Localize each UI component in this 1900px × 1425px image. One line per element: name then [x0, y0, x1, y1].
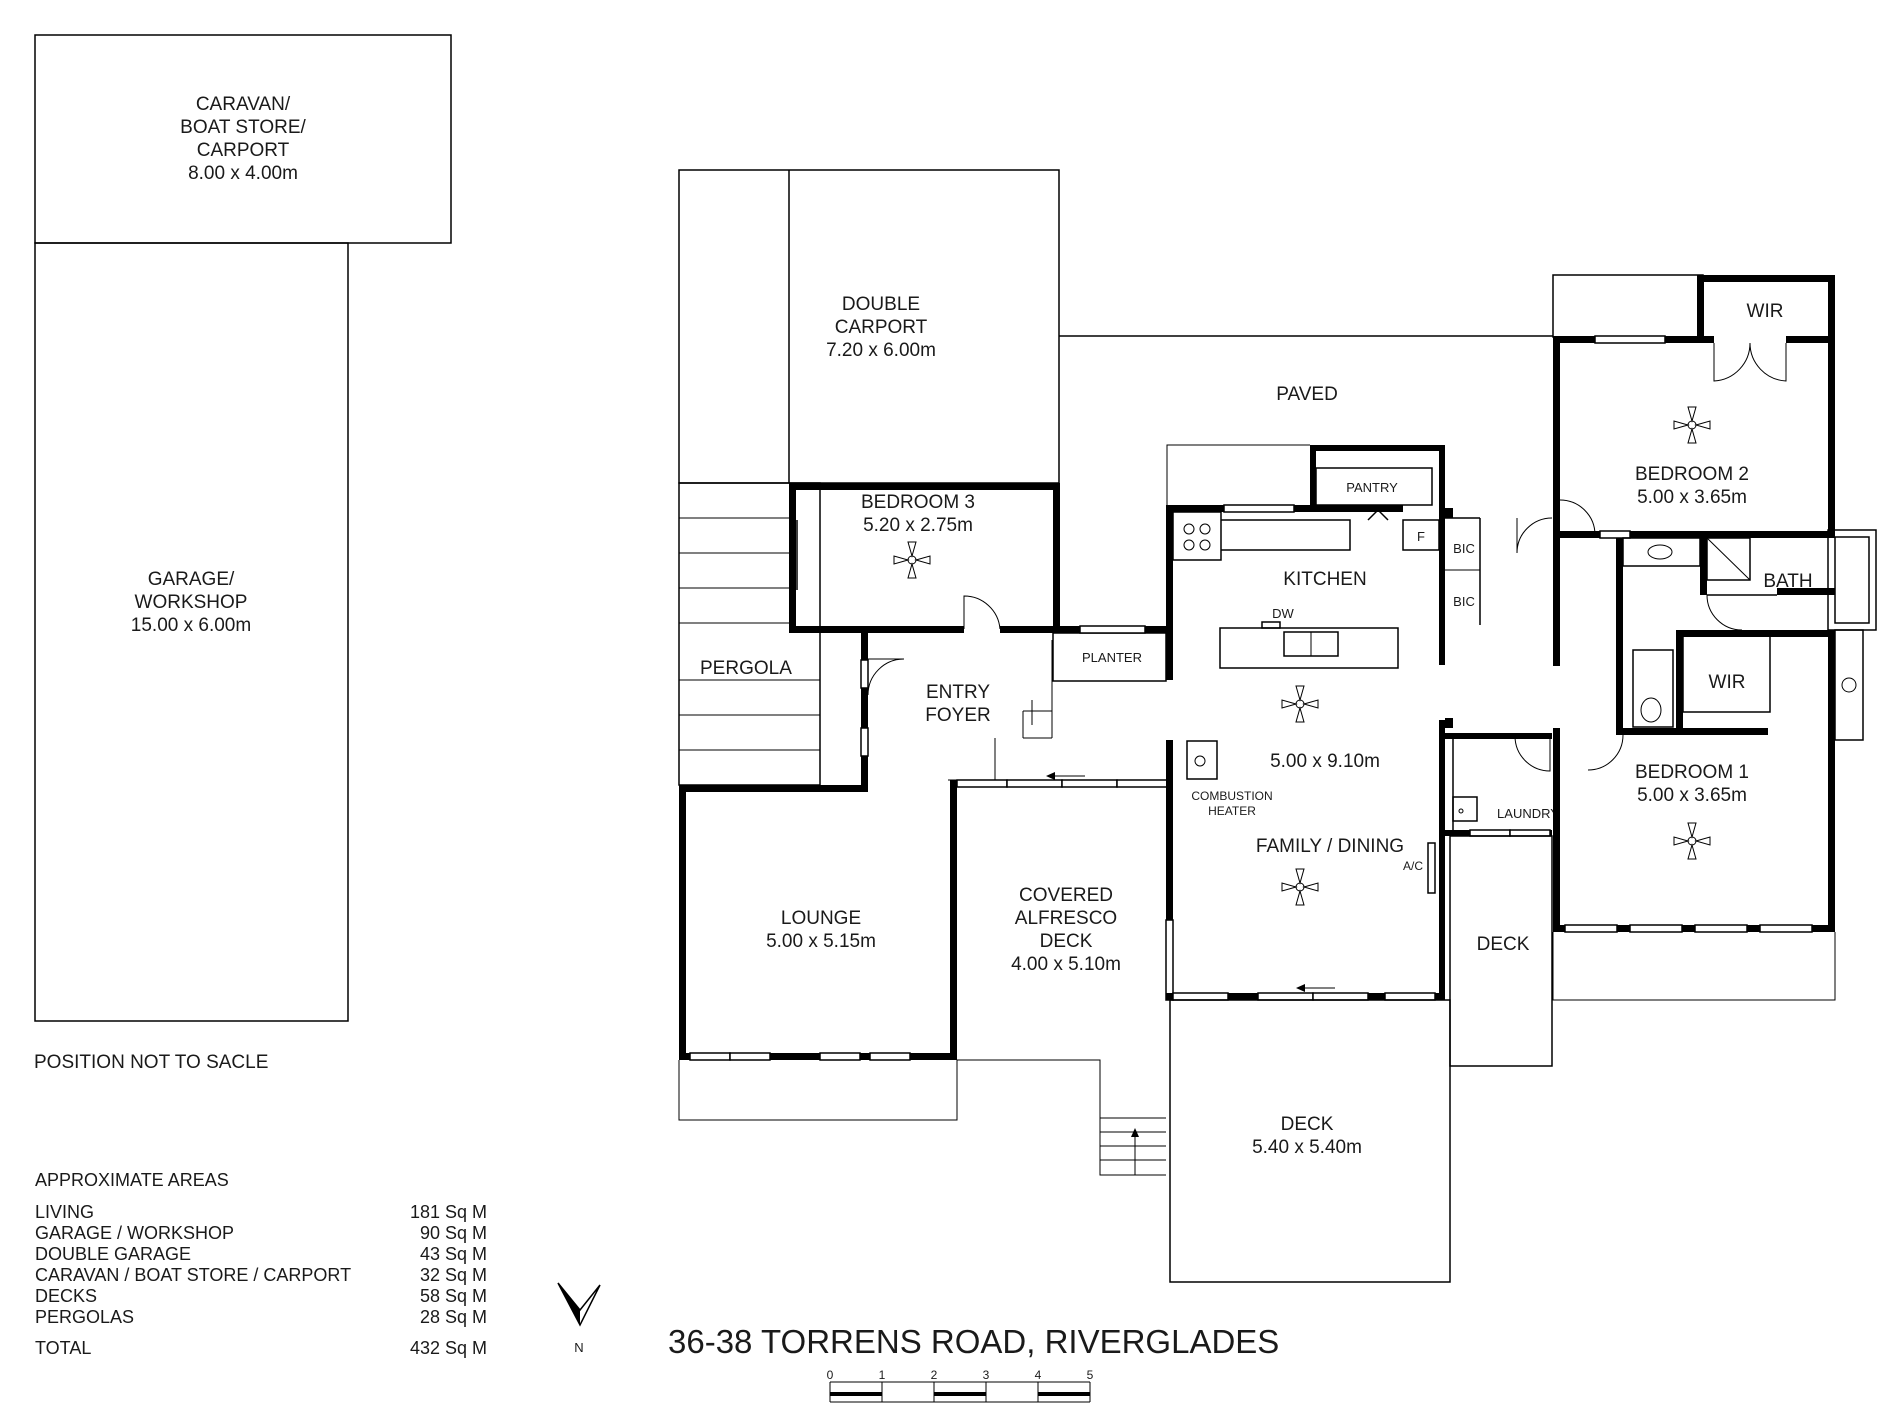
deck-small: DECK: [1449, 835, 1553, 1067]
svg-text:8.00 x 4.00m: 8.00 x 4.00m: [188, 163, 298, 184]
svg-text:BEDROOM 2: BEDROOM 2: [1635, 464, 1749, 485]
svg-text:WIR: WIR: [1747, 301, 1784, 322]
svg-text:CARAVAN/: CARAVAN/: [196, 94, 291, 115]
svg-text:CARPORT: CARPORT: [835, 317, 928, 338]
lounge: LOUNGE 5.00 x 5.15m: [678, 780, 958, 1121]
svg-text:BIC: BIC: [1453, 541, 1475, 556]
planter: PLANTER: [1052, 625, 1167, 682]
svg-text:CARAVAN / BOAT STORE / CARPORT: CARAVAN / BOAT STORE / CARPORT: [35, 1265, 351, 1285]
svg-text:F: F: [1417, 529, 1425, 544]
deck-main: DECK 5.40 x 5.40m: [1169, 999, 1451, 1283]
svg-text:4: 4: [1035, 1368, 1042, 1382]
svg-text:HEATER: HEATER: [1208, 804, 1256, 818]
svg-text:3: 3: [983, 1368, 990, 1382]
svg-text:BOAT STORE/: BOAT STORE/: [180, 117, 306, 138]
svg-text:A/C: A/C: [1403, 859, 1423, 873]
svg-text:LAUNDRY: LAUNDRY: [1497, 806, 1559, 821]
svg-text:PERGOLA: PERGOLA: [700, 658, 792, 679]
svg-text:DOUBLE: DOUBLE: [842, 294, 920, 315]
bic-laundry: BIC BIC LAUNDRY: [1445, 508, 1559, 837]
svg-text:15.00 x 6.00m: 15.00 x 6.00m: [131, 615, 251, 636]
svg-text:DECK: DECK: [1040, 931, 1093, 952]
svg-text:LOUNGE: LOUNGE: [781, 908, 861, 929]
svg-text:WORKSHOP: WORKSHOP: [135, 592, 248, 613]
svg-text:N: N: [574, 1340, 583, 1355]
svg-text:181 Sq M: 181 Sq M: [410, 1202, 487, 1222]
svg-text:COVERED: COVERED: [1019, 885, 1113, 906]
svg-text:PANTRY: PANTRY: [1346, 480, 1398, 495]
svg-text:TOTAL: TOTAL: [35, 1338, 91, 1358]
svg-text:43 Sq M: 43 Sq M: [420, 1244, 487, 1264]
svg-text:DECKS: DECKS: [35, 1286, 97, 1306]
svg-text:APPROXIMATE AREAS: APPROXIMATE AREAS: [35, 1170, 229, 1190]
svg-text:FOYER: FOYER: [925, 705, 990, 726]
svg-text:32 Sq M: 32 Sq M: [420, 1265, 487, 1285]
svg-text:BIC: BIC: [1453, 594, 1475, 609]
svg-text:5: 5: [1087, 1368, 1094, 1382]
svg-text:5.40 x 5.40m: 5.40 x 5.40m: [1252, 1137, 1362, 1158]
garage-workshop: GARAGE/ WORKSHOP 15.00 x 6.00m: [34, 242, 349, 1022]
svg-text:5.00 x 3.65m: 5.00 x 3.65m: [1637, 785, 1747, 806]
svg-text:PLANTER: PLANTER: [1082, 650, 1142, 665]
svg-text:GARAGE/: GARAGE/: [148, 569, 235, 590]
bedroom-2: WIR BEDROOM 2 5.00 x 3.65m: [1552, 274, 1835, 666]
entry-foyer: ENTRY FOYER: [860, 626, 1053, 786]
bedroom-1: WIR BEDROOM 1 5.00 x 3.65m: [1552, 629, 1864, 1001]
svg-text:ENTRY: ENTRY: [926, 682, 990, 703]
svg-text:GARAGE / WORKSHOP: GARAGE / WORKSHOP: [35, 1223, 234, 1243]
svg-text:5.20 x 2.75m: 5.20 x 2.75m: [863, 515, 973, 536]
svg-text:432 Sq M: 432 Sq M: [410, 1338, 487, 1358]
svg-text:ALFRESCO: ALFRESCO: [1015, 908, 1117, 929]
svg-text:4.00 x 5.10m: 4.00 x 5.10m: [1011, 954, 1121, 975]
bath: BATH: [1616, 529, 1877, 638]
scale-bar: 0 1 2 3 4 5: [827, 1368, 1094, 1403]
svg-text:7.20 x 6.00m: 7.20 x 6.00m: [826, 340, 936, 361]
svg-text:BEDROOM 1: BEDROOM 1: [1635, 762, 1749, 783]
svg-text:FAMILY / DINING: FAMILY / DINING: [1256, 836, 1404, 857]
paved-label: PAVED: [1276, 384, 1338, 405]
svg-text:KITCHEN: KITCHEN: [1283, 569, 1366, 590]
svg-text:1: 1: [879, 1368, 886, 1382]
svg-text:BATH: BATH: [1763, 571, 1812, 592]
position-note: POSITION NOT TO SACLE: [34, 1052, 268, 1073]
svg-text:DW: DW: [1272, 606, 1294, 621]
caravan-store: CARAVAN/ BOAT STORE/ CARPORT 8.00 x 4.00…: [34, 34, 452, 244]
svg-text:DOUBLE GARAGE: DOUBLE GARAGE: [35, 1244, 191, 1264]
svg-text:2: 2: [931, 1368, 938, 1382]
covered-alfresco-deck: COVERED ALFRESCO DECK 4.00 x 5.10m: [956, 772, 1168, 1176]
svg-text:BEDROOM 3: BEDROOM 3: [861, 492, 975, 513]
svg-text:CARPORT: CARPORT: [197, 140, 290, 161]
svg-text:5.00 x 3.65m: 5.00 x 3.65m: [1637, 487, 1747, 508]
svg-text:PERGOLAS: PERGOLAS: [35, 1307, 134, 1327]
north-arrow-icon: N: [557, 1282, 601, 1355]
svg-text:WIR: WIR: [1709, 672, 1746, 693]
bedroom-3: BEDROOM 3 5.20 x 2.75m: [789, 483, 1170, 633]
svg-text:DECK: DECK: [1477, 934, 1530, 955]
svg-text:28 Sq M: 28 Sq M: [420, 1307, 487, 1327]
svg-text:DECK: DECK: [1281, 1114, 1334, 1135]
approximate-areas: APPROXIMATE AREAS LIVING 181 Sq M GARAGE…: [35, 1170, 487, 1358]
double-carport: DOUBLE CARPORT 7.20 x 6.00m: [678, 169, 1553, 484]
pergola: PERGOLA: [678, 482, 821, 786]
svg-text:58 Sq M: 58 Sq M: [420, 1286, 487, 1306]
svg-text:90 Sq M: 90 Sq M: [420, 1223, 487, 1243]
kitchen-family-dining: PANTRY F DW COMBUSTION HEATER KITCHEN 5.…: [1165, 444, 1445, 1001]
svg-text:LIVING: LIVING: [35, 1202, 94, 1222]
address-title: 36-38 TORRENS ROAD, RIVERGLADES: [668, 1323, 1279, 1360]
svg-text:5.00 x 9.10m: 5.00 x 9.10m: [1270, 751, 1380, 772]
svg-text:0: 0: [827, 1368, 834, 1382]
svg-text:5.00 x 5.15m: 5.00 x 5.15m: [766, 931, 876, 952]
svg-text:COMBUSTION: COMBUSTION: [1191, 789, 1272, 803]
ceiling-fan-icon: [893, 406, 1711, 906]
